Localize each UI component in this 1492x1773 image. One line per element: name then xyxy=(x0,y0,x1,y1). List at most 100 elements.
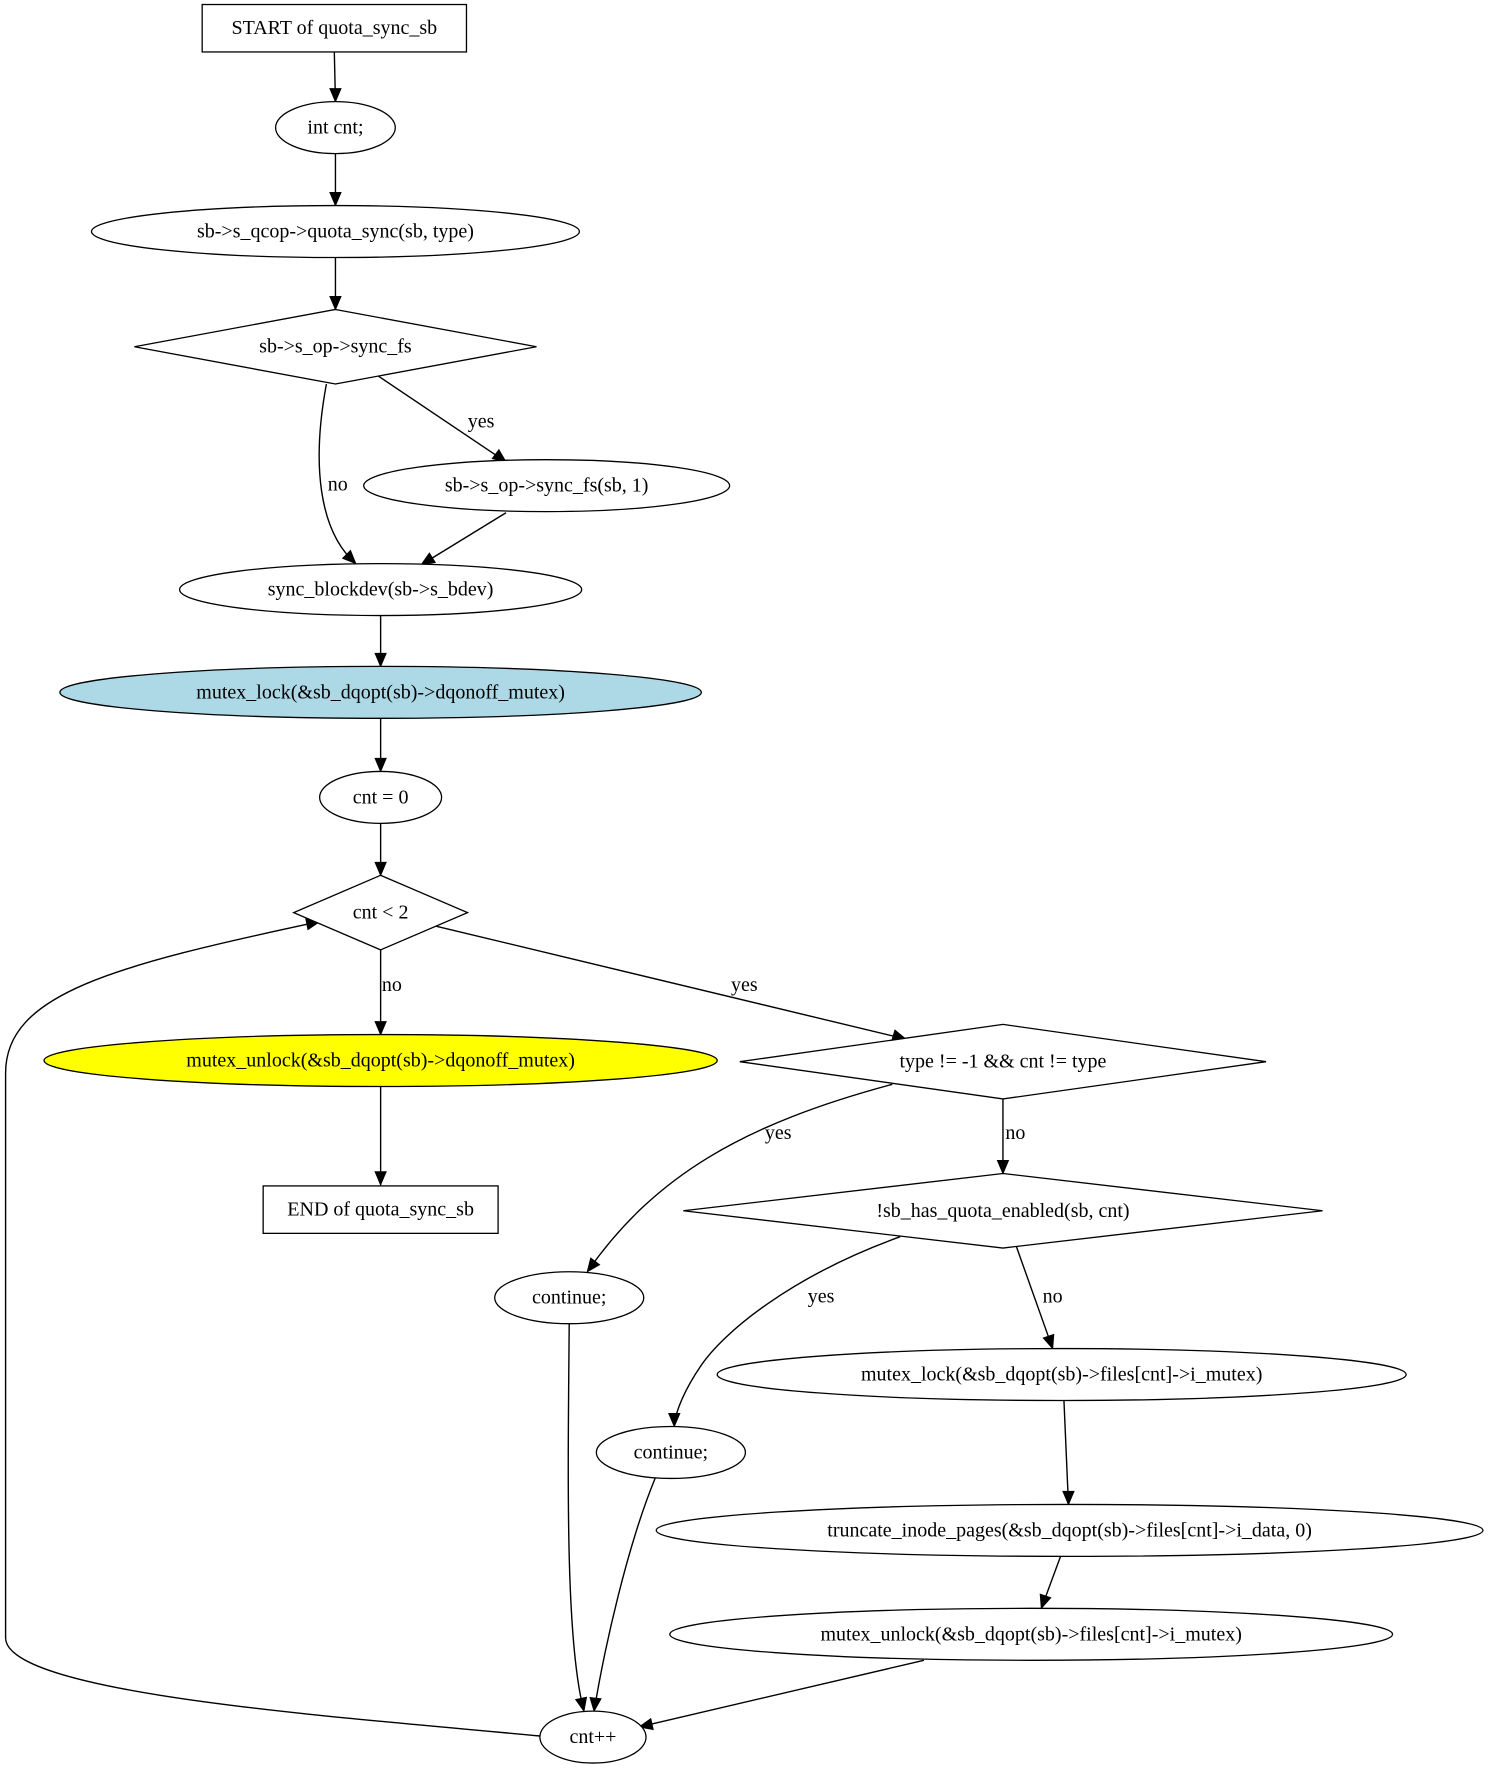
edge-label: yes xyxy=(468,410,495,432)
node-label: cnt++ xyxy=(569,1726,616,1748)
edge-line xyxy=(586,1083,893,1273)
edge-mutex_lock_files-to-truncate_pages xyxy=(1062,1400,1075,1506)
edge-loop_cond-to-mutex_unlock_dqonoff: no xyxy=(374,949,402,1036)
node-mutex-lock-files: mutex_lock(&sb_dqopt(sb)->files[cnt]->i_… xyxy=(716,1347,1407,1402)
arrowhead xyxy=(329,192,342,207)
edge-quota_enabled_check-to-continue_2: yes xyxy=(668,1236,901,1428)
edge-line xyxy=(1015,1246,1054,1349)
edge-sync_fs_check-to-sync_fs_call: yes xyxy=(377,375,508,463)
diamond-shape xyxy=(134,308,537,385)
node-mutex-unlock-dqonoff: mutex_unlock(&sb_dqopt(sb)->dqonoff_mute… xyxy=(43,1033,718,1088)
edge-sync_fs_call-to-sync_blockdev xyxy=(420,512,507,566)
node-truncate-pages: truncate_inode_pages(&sb_dqopt(sb)->file… xyxy=(655,1503,1484,1558)
node-label: mutex_lock(&sb_dqopt(sb)->files[cnt]->i_… xyxy=(861,1364,1262,1386)
ellipse-shape xyxy=(494,1271,645,1325)
node-label: truncate_inode_pages(&sb_dqopt(sb)->file… xyxy=(827,1519,1312,1541)
box-shape xyxy=(201,3,468,53)
ellipse-shape xyxy=(716,1347,1407,1402)
node-mutex-unlock-files: mutex_unlock(&sb_dqopt(sb)->files[cnt]->… xyxy=(669,1607,1394,1661)
arrowhead xyxy=(1042,1333,1055,1350)
edge-label: no xyxy=(1005,1122,1025,1144)
node-sync-fs-check: sb->s_op->sync_fs xyxy=(134,308,537,385)
node-label: END of quota_sync_sb xyxy=(287,1199,474,1221)
edge-mutex_lock_dqonoff-to-cnt_init xyxy=(374,718,387,773)
node-label: continue; xyxy=(634,1441,708,1463)
node-type-check: type != -1 && cnt != type xyxy=(739,1023,1267,1100)
node-label: sync_blockdev(sb->s_bdev) xyxy=(268,579,494,601)
edge-type_check-to-continue_1: yes xyxy=(586,1083,893,1273)
edge-line xyxy=(435,925,906,1040)
arrowhead xyxy=(341,549,357,565)
edge-line xyxy=(673,1236,901,1427)
arrowhead xyxy=(329,295,342,311)
node-quota-enabled-check: !sb_has_quota_enabled(sb, cnt) xyxy=(683,1172,1323,1249)
arrowhead xyxy=(574,1696,588,1713)
edge-mutex_unlock_files-to-cnt_inc xyxy=(638,1659,925,1731)
edge-sync_fs_check-to-sync_blockdev: no xyxy=(318,383,357,565)
edge-mutex_unlock_dqonoff-to-end xyxy=(374,1086,387,1187)
diamond-shape xyxy=(739,1023,1267,1100)
node-label: int cnt; xyxy=(307,117,363,139)
edge-sync_blockdev-to-mutex_lock_dqonoff xyxy=(374,615,387,668)
edge-line xyxy=(420,512,507,566)
edge-label: yes xyxy=(731,974,758,996)
arrowhead xyxy=(996,1159,1010,1175)
ellipse-shape xyxy=(669,1607,1394,1661)
edge-truncate_pages-to-mutex_unlock_files xyxy=(1039,1556,1062,1610)
node-label: mutex_unlock(&sb_dqopt(sb)->files[cnt]->… xyxy=(821,1623,1242,1645)
arrowhead xyxy=(638,1717,654,1731)
node-sync-fs-call: sb->s_op->sync_fs(sb, 1) xyxy=(363,459,731,513)
node-quota-sync: sb->s_qcop->quota_sync(sb, type) xyxy=(90,204,581,259)
edge-int_cnt-to-quota_sync xyxy=(329,153,342,207)
edge-quota_enabled_check-to-mutex_lock_files: no xyxy=(1015,1246,1063,1350)
edge-line xyxy=(639,1659,925,1728)
arrowhead xyxy=(1062,1490,1075,1506)
ellipse-shape xyxy=(595,1425,747,1480)
edge-type_check-to-quota_enabled_check: no xyxy=(996,1098,1025,1175)
node-label: cnt < 2 xyxy=(353,902,409,924)
diamond-shape xyxy=(683,1172,1323,1249)
node-label: START of quota_sync_sb xyxy=(231,17,437,39)
diamond-shape xyxy=(292,874,470,951)
edge-line xyxy=(318,383,357,565)
arrowhead xyxy=(374,861,387,877)
ellipse-shape xyxy=(59,665,703,719)
node-label: !sb_has_quota_enabled(sb, cnt) xyxy=(876,1200,1129,1222)
edge-line xyxy=(567,1323,585,1712)
arrowhead xyxy=(586,1257,601,1273)
ellipse-shape xyxy=(539,1710,647,1764)
node-mutex-lock-dqonoff: mutex_lock(&sb_dqopt(sb)->dqonoff_mutex) xyxy=(59,665,703,719)
edge-line xyxy=(4,920,540,1737)
node-cnt-inc: cnt++ xyxy=(539,1710,647,1764)
arrowhead xyxy=(374,757,387,773)
node-start: START of quota_sync_sb xyxy=(201,3,468,53)
arrowhead xyxy=(1039,1593,1052,1610)
edge-label: no xyxy=(1043,1286,1063,1308)
node-sync-blockdev: sync_blockdev(sb->s_bdev) xyxy=(178,562,583,617)
edge-label: no xyxy=(382,974,402,996)
node-continue-1: continue; xyxy=(494,1271,645,1325)
node-label: sb->s_op->sync_fs(sb, 1) xyxy=(445,475,649,497)
box-shape xyxy=(262,1185,499,1235)
node-label: sb->s_op->sync_fs xyxy=(259,336,412,358)
edge-continue_1-to-cnt_inc xyxy=(567,1323,588,1713)
ellipse-shape xyxy=(90,204,581,259)
node-cnt-init: cnt = 0 xyxy=(318,770,443,825)
arrowhead xyxy=(374,652,387,668)
arrowhead xyxy=(329,88,342,103)
ellipse-shape xyxy=(655,1503,1484,1558)
node-label: mutex_unlock(&sb_dqopt(sb)->dqonoff_mute… xyxy=(186,1050,575,1072)
arrowhead xyxy=(668,1412,681,1428)
node-int-cnt: int cnt; xyxy=(274,101,396,155)
edge-continue_2-to-cnt_inc xyxy=(589,1478,656,1713)
edge-quota_sync-to-sync_fs_check xyxy=(329,257,342,311)
node-continue-2: continue; xyxy=(595,1425,747,1480)
arrowhead xyxy=(589,1697,602,1713)
node-label: cnt = 0 xyxy=(353,786,409,808)
ellipse-shape xyxy=(43,1033,718,1088)
ellipse-shape xyxy=(274,101,396,155)
edge-line xyxy=(1063,1400,1070,1505)
